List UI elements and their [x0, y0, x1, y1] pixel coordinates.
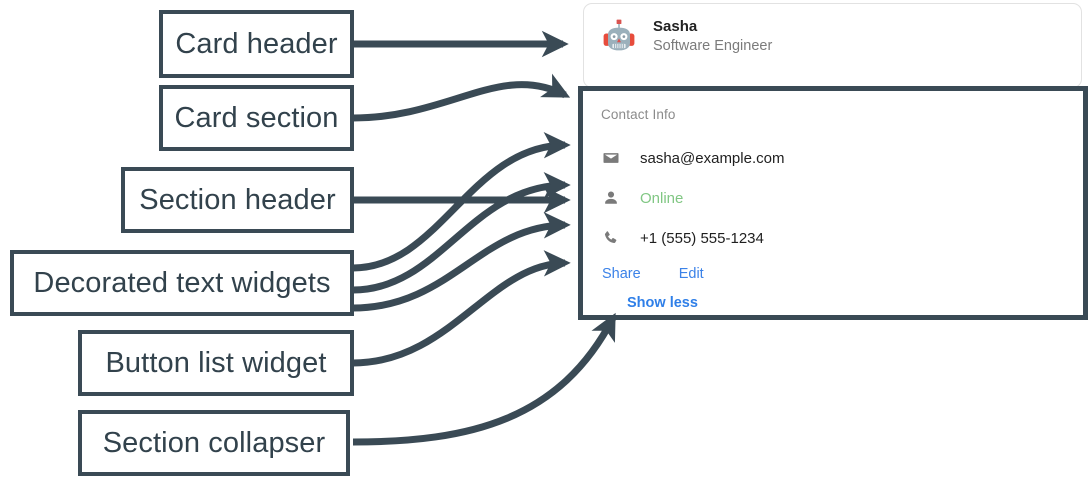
- callout-label: Section header: [139, 183, 336, 216]
- card-header-text: Sasha Software Engineer: [653, 17, 773, 55]
- phone-value: +1 (555) 555-1234: [640, 229, 764, 247]
- callout-section-collapser: Section collapser: [78, 410, 350, 476]
- callout-decorated-text-widgets: Decorated text widgets: [10, 250, 354, 316]
- button-list-widget: Share Edit: [601, 266, 1065, 282]
- callout-section-header: Section header: [121, 167, 354, 233]
- callout-label: Section collapser: [102, 426, 326, 459]
- robot-avatar-icon: [603, 19, 635, 51]
- decorated-text-widget-status: Online: [601, 178, 1065, 218]
- section-header: Contact Info: [601, 107, 676, 122]
- arrow-button-list: [352, 250, 571, 367]
- show-less-button[interactable]: Show less: [627, 295, 698, 311]
- arrow-decorated-text-2: [352, 172, 571, 294]
- callout-card-section: Card section: [159, 85, 354, 151]
- email-icon: [601, 148, 621, 168]
- arrow-decorated-text-3: [352, 212, 571, 312]
- arrow-decorated-text-1: [352, 132, 571, 272]
- section-collapser[interactable]: Show less: [601, 294, 1065, 312]
- profile-card: Sasha Software Engineer: [583, 3, 1082, 88]
- phone-icon: [601, 228, 621, 248]
- edit-button[interactable]: Edit: [678, 266, 704, 282]
- status-value: Online: [640, 189, 684, 207]
- email-value: sasha@example.com: [640, 149, 785, 167]
- card-section: Contact Info sasha@example.com: [578, 86, 1088, 320]
- callout-label: Card header: [175, 27, 338, 60]
- decorated-text-widget-email: sasha@example.com: [601, 138, 1065, 178]
- card-header-spacer: [584, 70, 1081, 87]
- callout-label: Decorated text widgets: [33, 266, 331, 299]
- callout-label: Button list widget: [105, 346, 327, 379]
- card-header: Sasha Software Engineer: [584, 4, 1081, 70]
- card-subtitle: Software Engineer: [653, 38, 773, 55]
- card-section-inner: Contact Info sasha@example.com: [583, 91, 1083, 312]
- callout-button-list-widget: Button list widget: [78, 330, 354, 396]
- decorated-text-widget-phone: +1 (555) 555-1234: [601, 218, 1065, 258]
- arrow-card-section: [352, 73, 571, 122]
- callout-label: Card section: [174, 101, 339, 134]
- person-icon: [601, 188, 621, 208]
- share-button[interactable]: Share: [602, 266, 641, 282]
- callout-card-header: Card header: [159, 10, 354, 78]
- card-title: Sasha: [653, 17, 698, 35]
- arrow-section-collapser: [352, 312, 617, 446]
